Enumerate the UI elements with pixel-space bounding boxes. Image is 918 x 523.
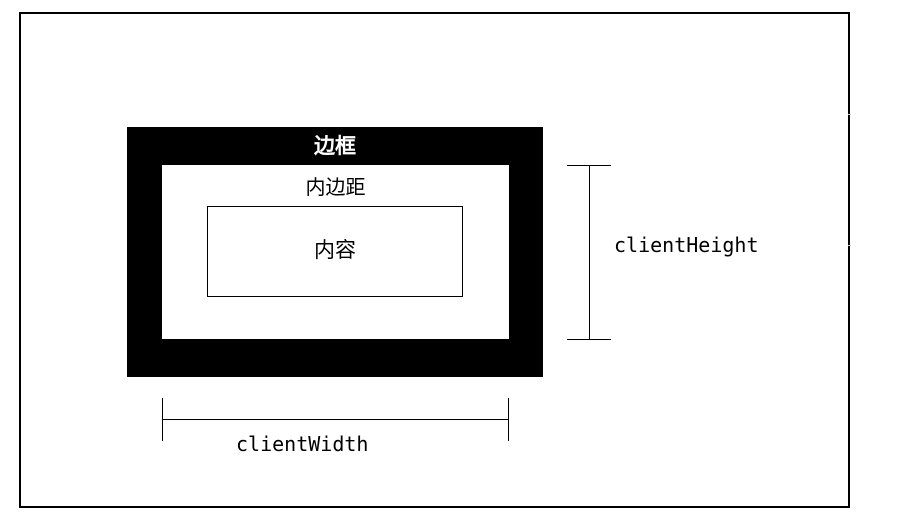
- border-label: 边框: [314, 134, 356, 158]
- client-height-label: clientHeight: [614, 233, 759, 257]
- frame-tick-right: [848, 114, 851, 115]
- frame-tick-right-lower: [848, 245, 851, 246]
- content-label: 内容: [314, 238, 356, 262]
- content-region: [207, 206, 463, 297]
- client-width-line: [162, 419, 509, 420]
- padding-label: 内边距: [305, 175, 366, 199]
- client-width-label: clientWidth: [236, 432, 369, 456]
- client-height-line: [589, 165, 590, 340]
